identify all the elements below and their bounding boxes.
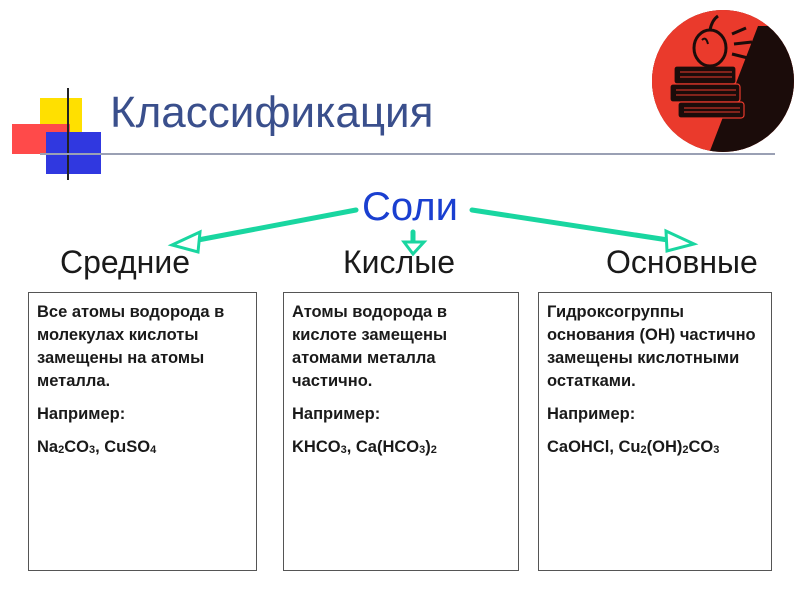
- title-divider: [40, 153, 775, 155]
- category-heading-kislye: Кислые: [343, 244, 455, 280]
- desc-kislye: Атомы водорода в кислоте замещены атомам…: [292, 303, 448, 390]
- example-label-kislye: Например:: [292, 405, 381, 423]
- example-srednie: Na2CO3, CuSO4: [37, 438, 157, 456]
- page-title: Классификация: [110, 88, 434, 137]
- arrow-line-left: [195, 207, 359, 243]
- example-kislye: KHCO3, Ca(HCO3)2: [292, 438, 437, 456]
- desc-srednie: Все атомы водорода в молекулах кислоты з…: [37, 303, 225, 390]
- root-label-soli: Соли: [362, 185, 458, 229]
- deco-vertical-line: [67, 88, 69, 180]
- arrow-line-right: [469, 207, 671, 243]
- books-apple-logo: [652, 10, 794, 152]
- arrowhead-left: [167, 229, 202, 254]
- arrowhead-right: [664, 228, 699, 253]
- example-label-osnovnye: Например:: [547, 405, 636, 423]
- box-kislye: Атомы водорода в кислоте замещены атомам…: [283, 292, 519, 571]
- box-osnovnye: Гидроксогруппы основания (OH) частично з…: [538, 292, 772, 571]
- desc-osnovnye: Гидроксогруппы основания (OH) частично з…: [547, 303, 756, 390]
- arrowhead-middle: [401, 240, 428, 257]
- category-heading-osnovnye: Основные: [606, 244, 758, 280]
- example-osnovnye: CaOHCl, Cu2(OH)2CO3: [547, 438, 720, 456]
- box-srednie: Все атомы водорода в молекулах кислоты з…: [28, 292, 257, 571]
- category-heading-srednie: Средние: [60, 244, 191, 280]
- example-label-srednie: Например:: [37, 405, 126, 423]
